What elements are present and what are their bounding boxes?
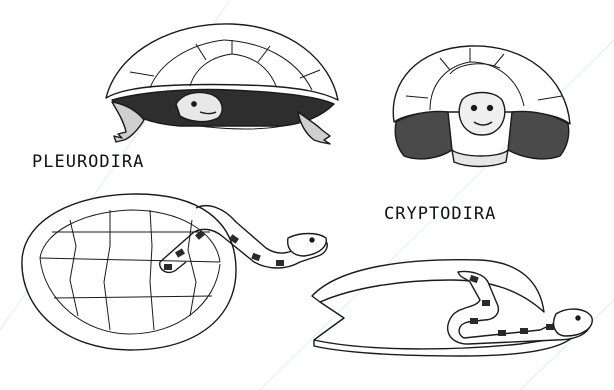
cryptodira-side-section [312, 260, 592, 356]
label-cryptodira: CRYPTODIRA [384, 204, 496, 224]
pleurodira-top-view [22, 194, 327, 350]
cryptodira-front-view [393, 46, 570, 167]
pleurodira-front-view [106, 24, 338, 144]
label-pleurodira: PLEURODIRA [32, 152, 144, 172]
